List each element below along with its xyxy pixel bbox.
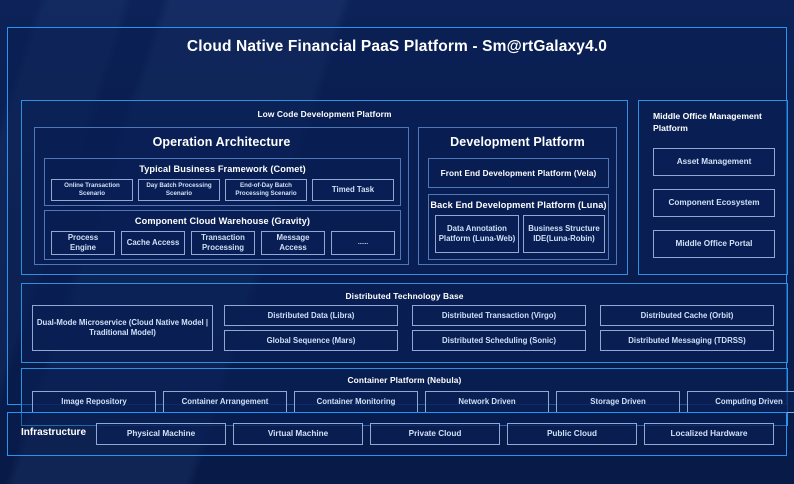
chip-distributed-scheduling[interactable]: Distributed Scheduling (Sonic) — [412, 330, 586, 351]
chip-dual-mode-microservice[interactable]: Dual-Mode Microservice (Cloud Native Mod… — [32, 305, 213, 351]
panel-development-platform: Development Platform Front End Developme… — [418, 127, 617, 265]
chip-localized-hardware[interactable]: Localized Hardware — [644, 423, 774, 445]
chip-online-transaction-scenario[interactable]: Online Transaction Scenario — [51, 179, 133, 201]
panel-infrastructure: Infrastructure Physical Machine Virtual … — [7, 412, 787, 456]
low-code-header: Low Code Development Platform — [257, 109, 392, 119]
chip-business-structure-ide[interactable]: Business Structure IDE(Luna-Robin) — [523, 215, 605, 253]
operation-architecture-header: Operation Architecture — [152, 135, 291, 149]
chip-cache-access[interactable]: Cache Access — [121, 231, 185, 255]
chip-container-arrangement[interactable]: Container Arrangement — [163, 391, 287, 413]
chip-asset-management[interactable]: Asset Management — [653, 148, 775, 176]
chip-more-ellipsis[interactable]: ...... — [331, 231, 395, 255]
development-platform-header: Development Platform — [450, 135, 585, 149]
panel-typical-business-framework: Typical Business Framework (Comet) Onlin… — [44, 158, 401, 206]
infrastructure-label: Infrastructure — [21, 427, 87, 438]
chip-network-driven[interactable]: Network Driven — [425, 391, 549, 413]
chip-public-cloud[interactable]: Public Cloud — [507, 423, 637, 445]
main-platform-frame: Cloud Native Financial PaaS Platform - S… — [7, 27, 794, 426]
chip-computing-driven[interactable]: Computing Driven — [687, 391, 794, 413]
chip-component-ecosystem[interactable]: Component Ecosystem — [653, 189, 775, 217]
chip-container-monitoring[interactable]: Container Monitoring — [294, 391, 418, 413]
chip-middle-office-portal[interactable]: Middle Office Portal — [653, 230, 775, 258]
chip-end-of-day-batch-processing-scenario[interactable]: End-of-Day Batch Processing Scenario — [225, 179, 307, 201]
panel-container-platform: Container Platform (Nebula) Image Reposi… — [21, 368, 794, 426]
middle-office-header: Middle Office Management Platform — [653, 111, 762, 134]
panel-operation-architecture: Operation Architecture Typical Business … — [34, 127, 409, 265]
chip-distributed-data[interactable]: Distributed Data (Libra) — [224, 305, 398, 326]
chip-virtual-machine[interactable]: Virtual Machine — [233, 423, 363, 445]
chip-image-repository[interactable]: Image Repository — [32, 391, 156, 413]
dtb-header: Distributed Technology Base — [345, 291, 464, 301]
panel-middle-office-management-platform: Middle Office Management Platform Asset … — [638, 100, 788, 275]
chip-distributed-transaction[interactable]: Distributed Transaction (Virgo) — [412, 305, 586, 326]
chip-private-cloud[interactable]: Private Cloud — [370, 423, 500, 445]
chip-distributed-cache[interactable]: Distributed Cache (Orbit) — [600, 305, 774, 326]
gravity-header: Component Cloud Warehouse (Gravity) — [134, 216, 311, 226]
panel-front-end-development-platform[interactable]: Front End Development Platform (Vela) — [428, 158, 609, 188]
panel-back-end-development-platform: Back End Development Platform (Luna) Dat… — [428, 194, 609, 260]
panel-component-cloud-warehouse: Component Cloud Warehouse (Gravity) Proc… — [44, 210, 401, 260]
container-platform-header: Container Platform (Nebula) — [347, 375, 462, 385]
comet-header: Typical Business Framework (Comet) — [139, 164, 306, 174]
chip-physical-machine[interactable]: Physical Machine — [96, 423, 226, 445]
chip-transaction-processing[interactable]: Transaction Processing — [191, 231, 255, 255]
chip-distributed-messaging[interactable]: Distributed Messaging (TDRSS) — [600, 330, 774, 351]
luna-header: Back End Development Platform (Luna) — [430, 200, 607, 210]
page-title: Cloud Native Financial PaaS Platform - S… — [186, 38, 608, 55]
chip-storage-driven[interactable]: Storage Driven — [556, 391, 680, 413]
chip-data-annotation-platform[interactable]: Data Annotation Platform (Luna-Web) — [435, 215, 519, 253]
chip-timed-task[interactable]: Timed Task — [312, 179, 394, 201]
chip-day-batch-processing-scenario[interactable]: Day Batch Processing Scenario — [138, 179, 220, 201]
chip-process-engine[interactable]: Process Engine — [51, 231, 115, 255]
chip-message-access[interactable]: Message Access — [261, 231, 325, 255]
panel-distributed-technology-base: Distributed Technology Base Dual-Mode Mi… — [21, 283, 788, 363]
vela-label: Front End Development Platform (Vela) — [440, 168, 597, 178]
chip-global-sequence[interactable]: Global Sequence (Mars) — [224, 330, 398, 351]
panel-low-code-development-platform: Low Code Development Platform Operation … — [21, 100, 628, 275]
